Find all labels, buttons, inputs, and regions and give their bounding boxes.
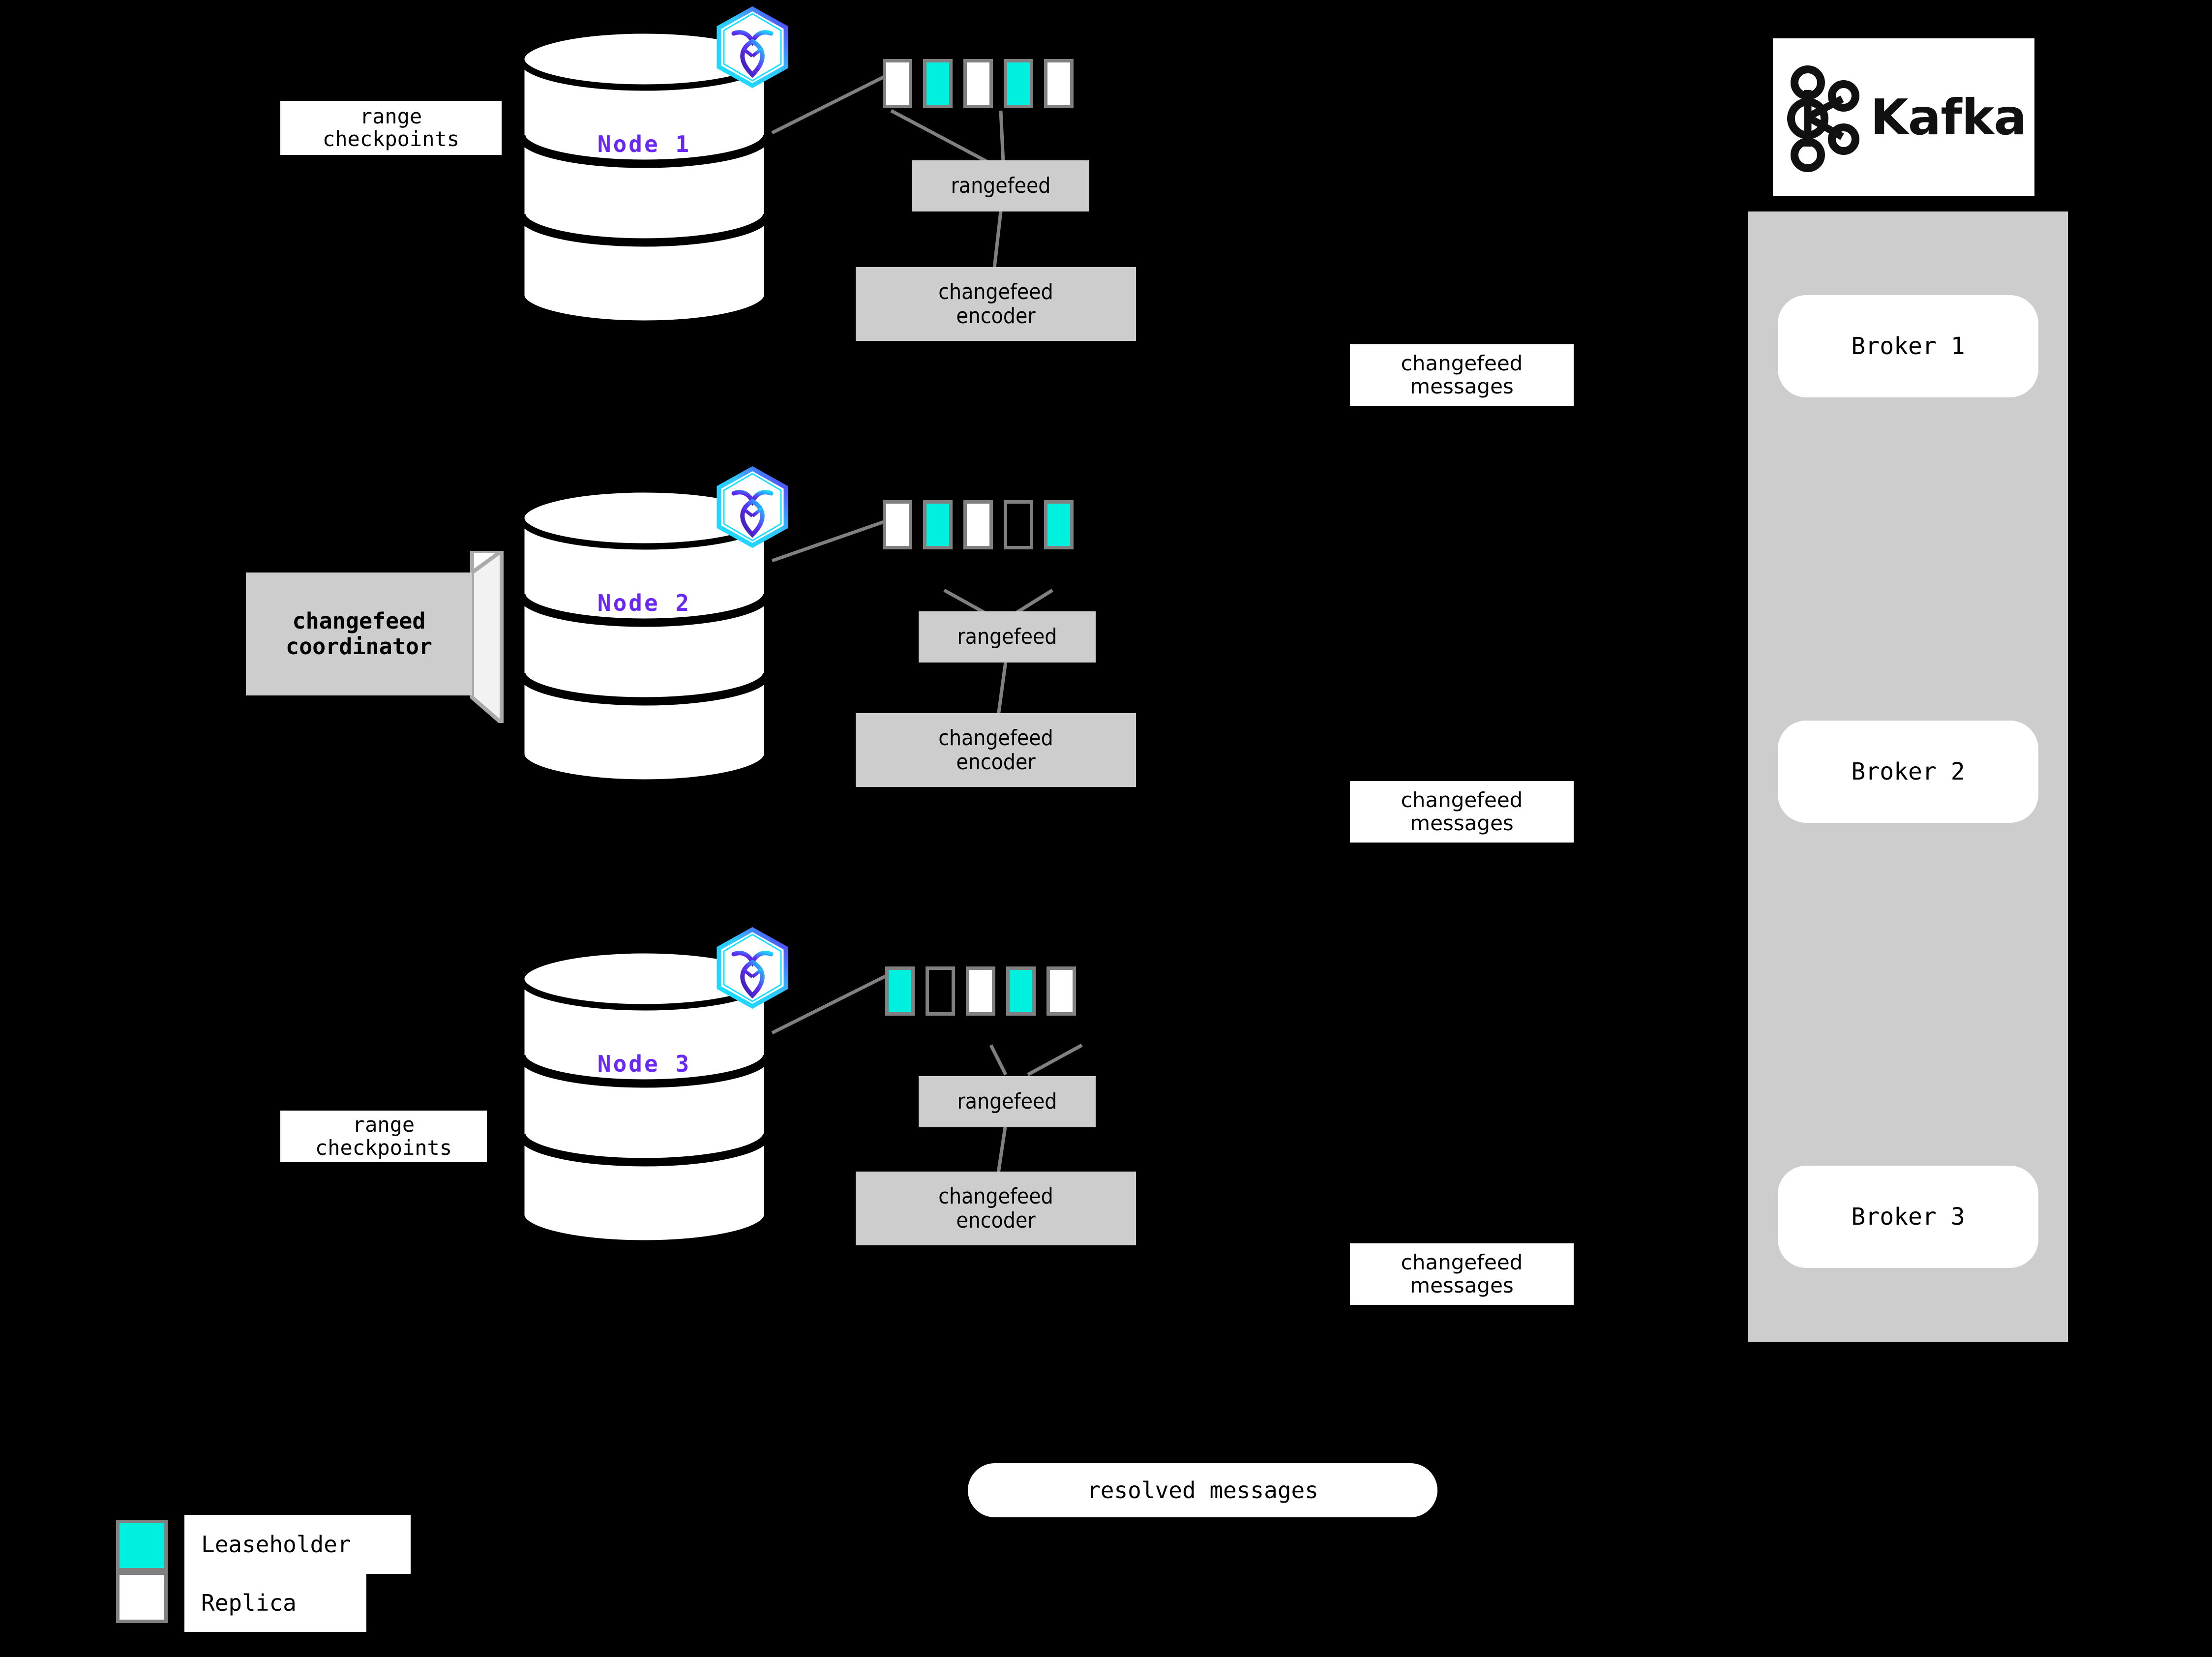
legend-swatch-leaseholder <box>116 1520 168 1571</box>
resolved-messages-pill: resolved messages <box>968 1463 1437 1517</box>
kafka-nodes-icon <box>1787 65 1860 172</box>
range-box[interactable] <box>1004 59 1033 108</box>
node-3-rangefeed-box[interactable]: rangefeed <box>919 1076 1096 1127</box>
changefeed-messages-label-2: changefeed messages <box>1350 781 1574 843</box>
node-3-range-checkpoints-label: range checkpoints <box>280 1111 487 1162</box>
node-2-cylinder: Node 2 <box>516 488 772 783</box>
cockroachdb-hexagon-icon <box>713 926 792 1010</box>
changefeed-coordinator-label: changefeed coordinator <box>246 572 472 695</box>
node-3-encoder-box[interactable]: changefeed encoder <box>856 1172 1136 1245</box>
range-box[interactable] <box>885 966 915 1016</box>
broker-2-box[interactable]: Broker 2 <box>1778 721 2038 823</box>
kafka-logo: Kafka <box>1773 38 2034 196</box>
legend-label-replica: Replica <box>184 1574 366 1632</box>
node-2-ranges <box>883 500 1074 549</box>
node-3-ranges <box>885 966 1076 1016</box>
node-1-ranges <box>883 59 1074 108</box>
legend-label-leaseholder: Leaseholder <box>184 1515 411 1574</box>
range-box[interactable] <box>1006 966 1036 1016</box>
cockroachdb-hexagon-icon <box>713 465 792 549</box>
range-box[interactable] <box>963 500 993 549</box>
kafka-wordmark: Kafka <box>1870 88 2027 146</box>
legend-swatch-replica <box>116 1571 168 1623</box>
node-1-encoder-box[interactable]: changefeed encoder <box>856 267 1136 341</box>
broker-1-box[interactable]: Broker 1 <box>1778 295 2038 397</box>
range-box[interactable] <box>1004 500 1033 549</box>
range-box[interactable] <box>963 59 993 108</box>
node-1-range-checkpoints-label: range checkpoints <box>280 101 502 155</box>
range-box[interactable] <box>923 500 953 549</box>
node-2-encoder-box[interactable]: changefeed encoder <box>856 713 1136 787</box>
range-box[interactable] <box>1044 59 1074 108</box>
changefeed-coordinator[interactable]: changefeed coordinator <box>246 551 521 723</box>
range-box[interactable] <box>923 59 953 108</box>
range-box[interactable] <box>883 500 912 549</box>
range-box[interactable] <box>883 59 912 108</box>
broker-3-box[interactable]: Broker 3 <box>1778 1166 2038 1268</box>
node-1-rangefeed-box[interactable]: rangefeed <box>912 160 1089 211</box>
changefeed-messages-label-1: changefeed messages <box>1350 344 1574 406</box>
changefeed-messages-label-3: changefeed messages <box>1350 1243 1574 1305</box>
node-2-rangefeed-box[interactable]: rangefeed <box>919 611 1096 663</box>
range-box[interactable] <box>926 966 955 1016</box>
range-box[interactable] <box>1044 500 1074 549</box>
range-box[interactable] <box>1046 966 1076 1016</box>
arrowhead-markers <box>2068 336 2088 1247</box>
range-box[interactable] <box>966 966 995 1016</box>
cockroachdb-hexagon-icon <box>713 5 792 90</box>
